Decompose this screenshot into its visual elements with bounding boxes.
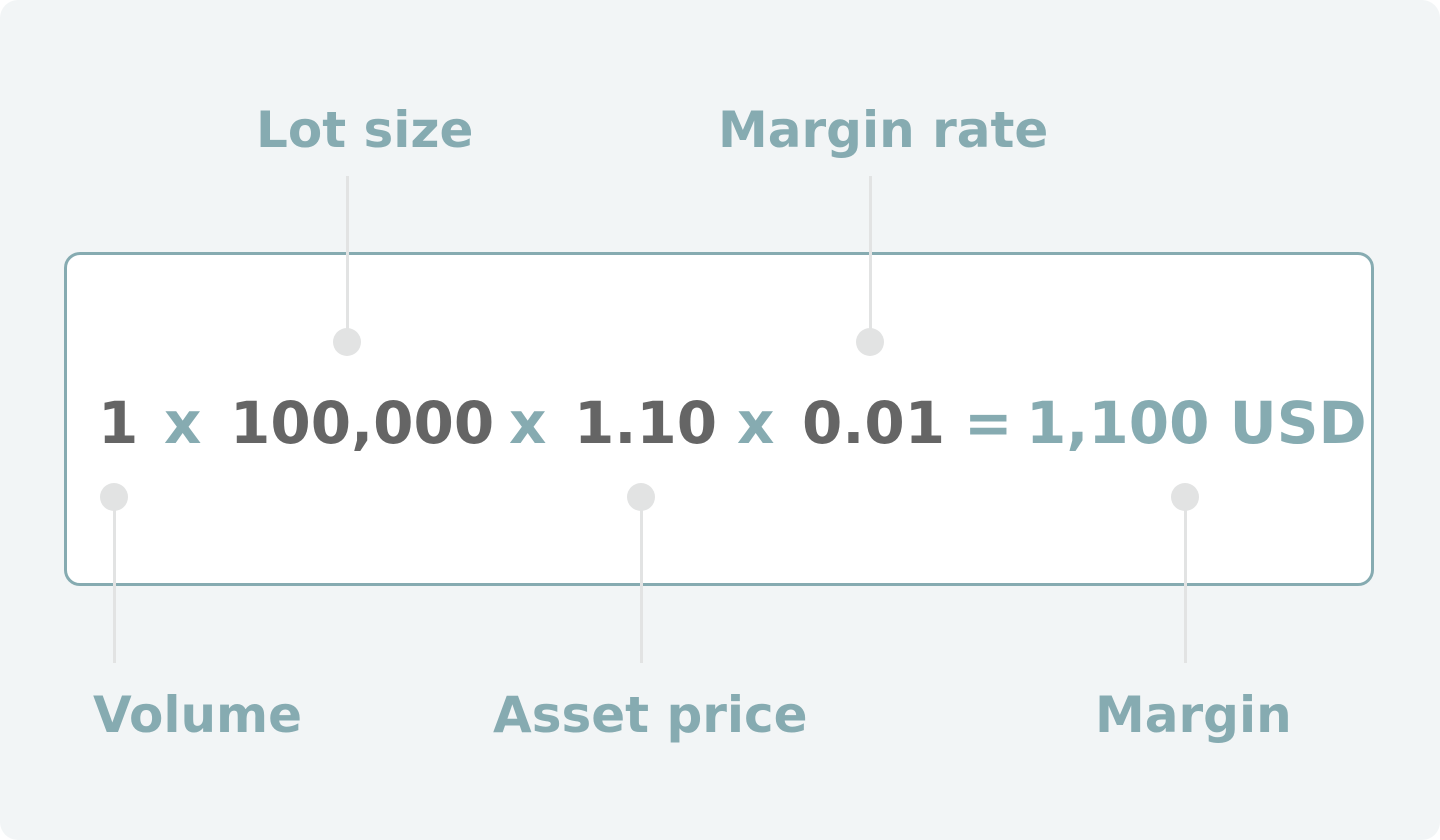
- formula-result: 1,100 USD: [1026, 389, 1367, 457]
- formula-multiply-3: x: [737, 389, 775, 457]
- label-margin: Margin: [1095, 686, 1292, 744]
- label-lot-size: Lot size: [256, 101, 474, 159]
- formula-margin-rate: 0.01: [802, 389, 946, 457]
- connector-volume: [112, 497, 116, 663]
- formula-volume: 1: [98, 389, 139, 457]
- connector-lot-size: [345, 176, 349, 342]
- dot-margin-rate: [856, 328, 884, 356]
- label-asset-price: Asset price: [493, 686, 808, 744]
- formula-asset-price: 1.10: [574, 389, 718, 457]
- dot-lot-size: [333, 328, 361, 356]
- connector-margin: [1183, 497, 1187, 663]
- formula-multiply-2: x: [509, 389, 547, 457]
- label-volume: Volume: [93, 686, 303, 744]
- connector-asset-price: [639, 497, 643, 663]
- formula-box: [64, 252, 1374, 586]
- formula-equals: =: [964, 389, 1013, 457]
- label-margin-rate: Margin rate: [718, 101, 1049, 159]
- formula-multiply-1: x: [164, 389, 202, 457]
- connector-margin-rate: [868, 176, 872, 342]
- formula-lot-size: 100,000: [230, 389, 495, 457]
